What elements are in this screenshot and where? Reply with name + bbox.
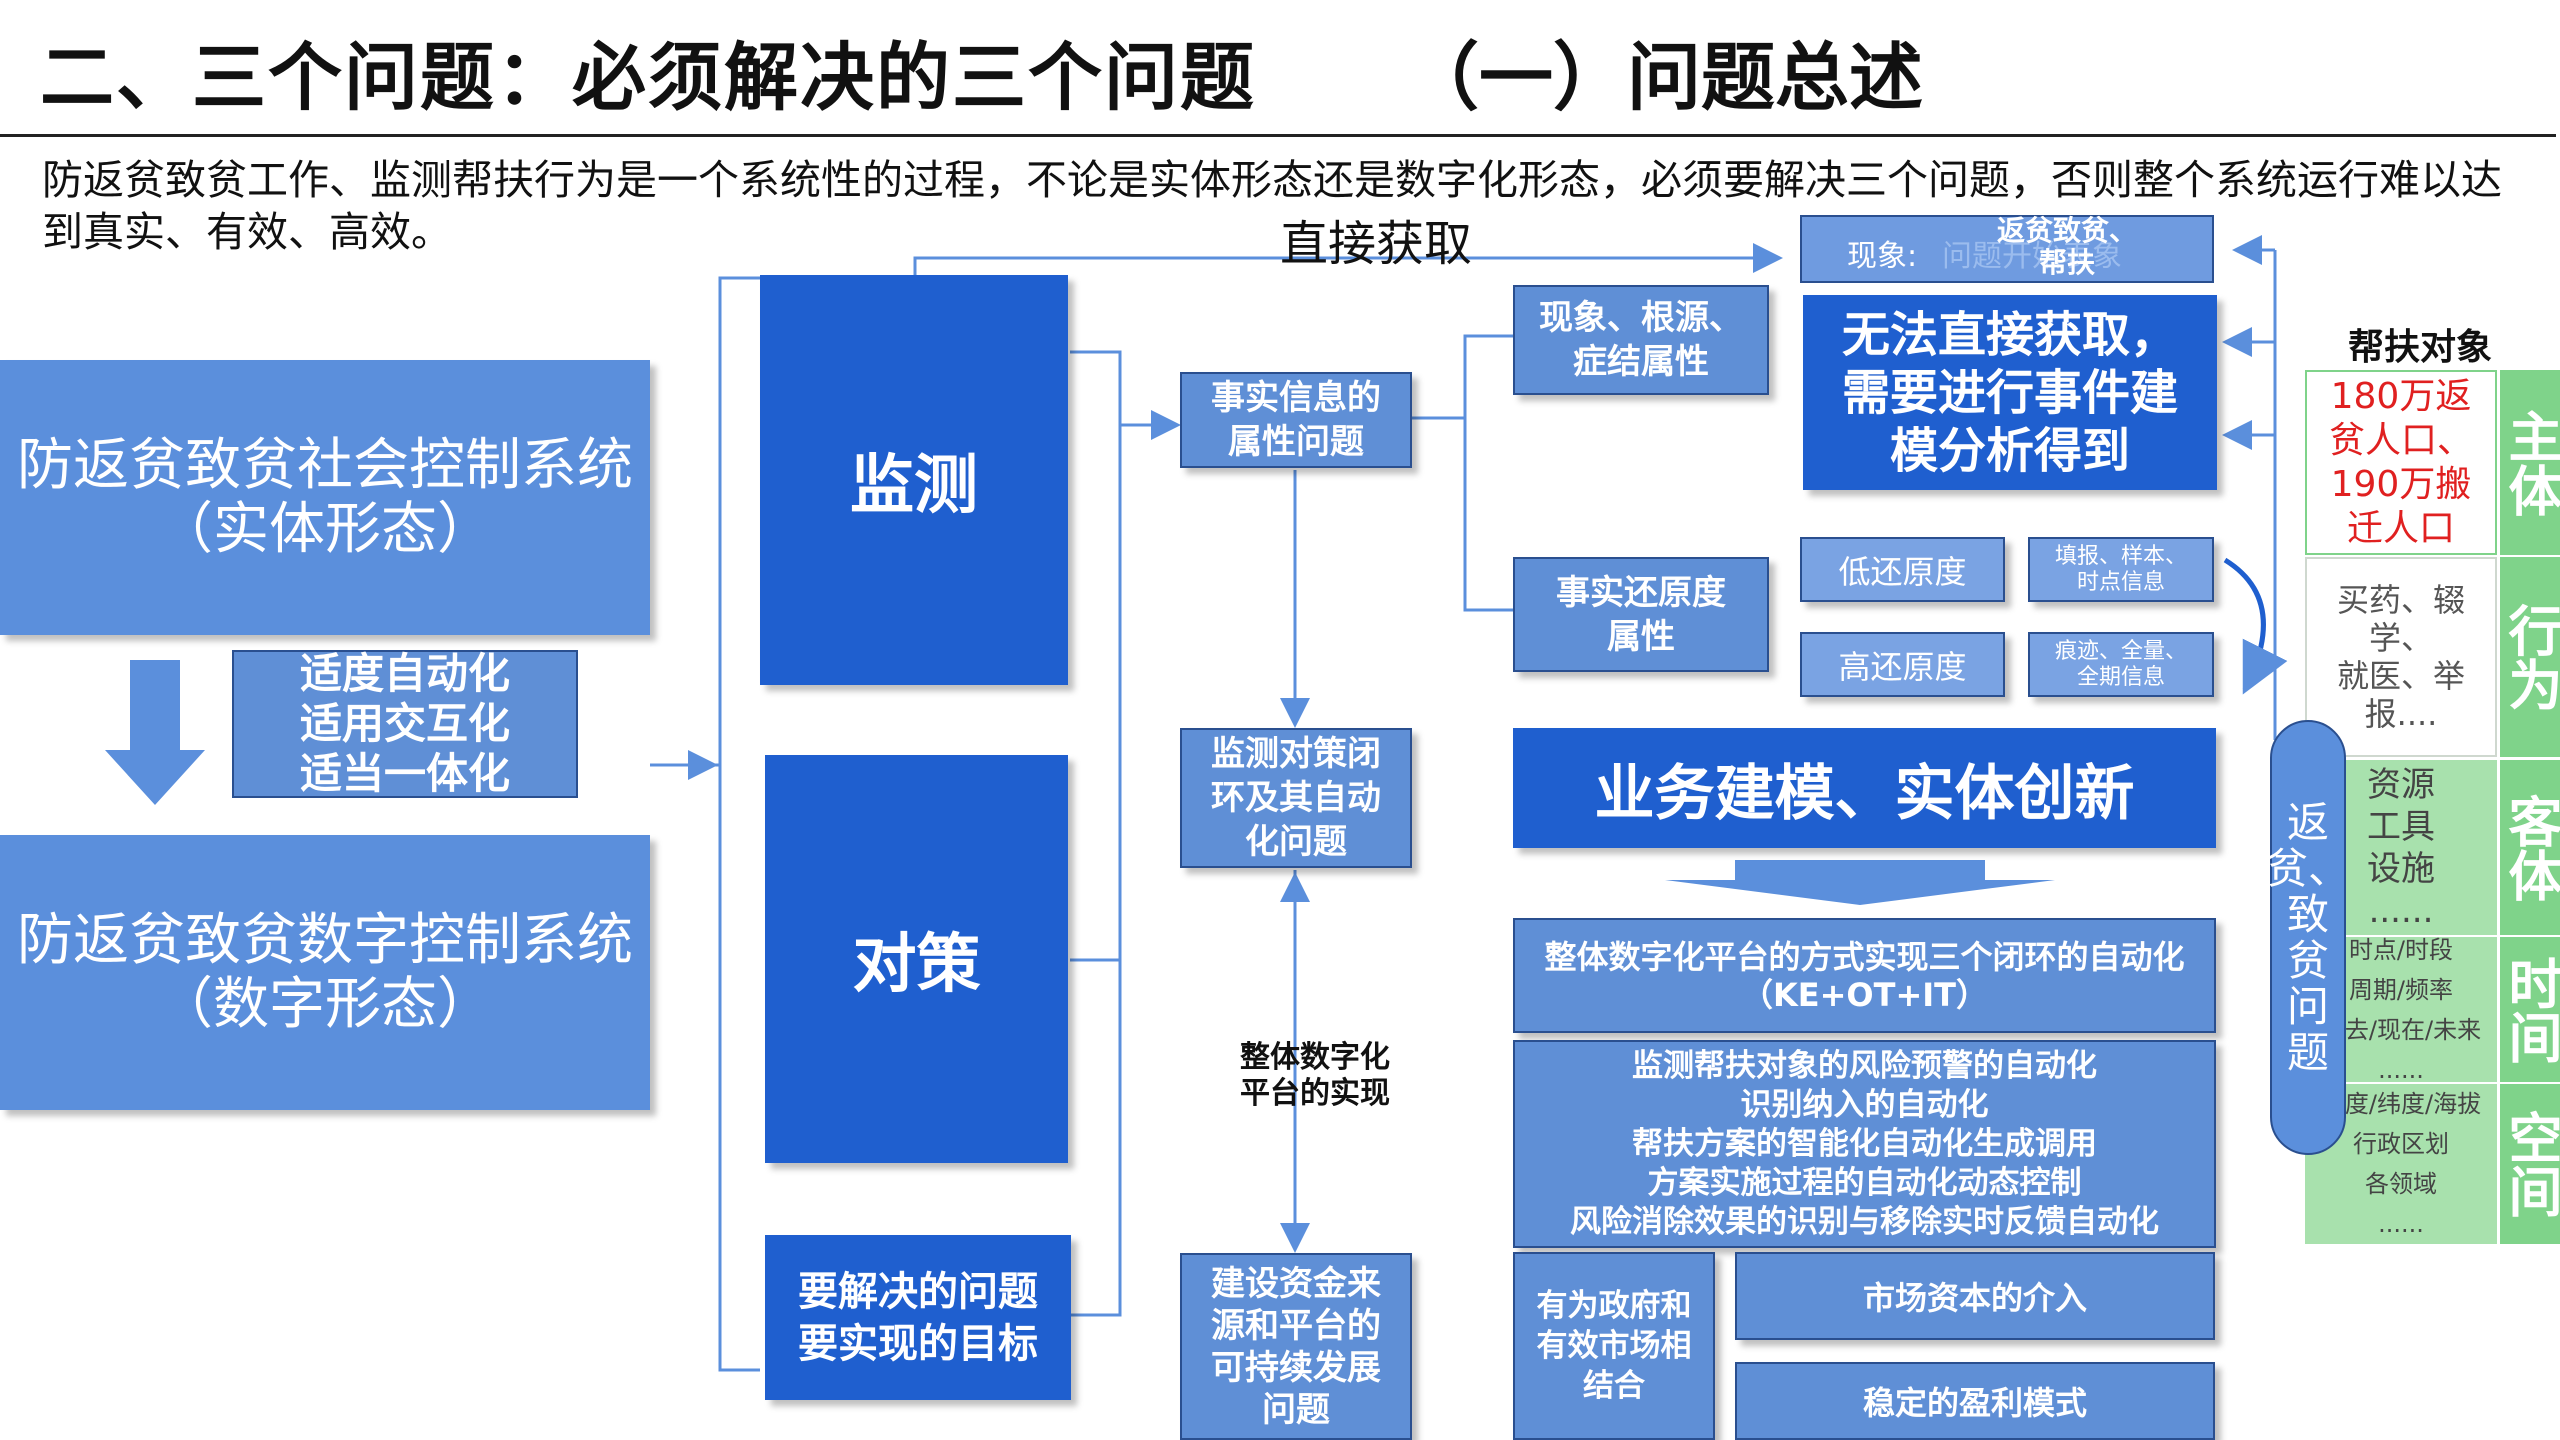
tag-space: 空间 — [2499, 1084, 2560, 1244]
loop-automation-box: 监测对策闭 环及其自动 化问题 — [1180, 728, 1412, 868]
direct-acquire-label: 直接获取 — [1280, 216, 1473, 272]
root-attribute-box: 现象、根源、 症结属性 — [1513, 285, 1769, 395]
tag-subject: 主体 — [2499, 370, 2560, 555]
entity-control-system: 防返贫致贫社会控制系统 （实体形态） — [0, 360, 650, 635]
platform-note: 整体数字化 平台的实现 — [1240, 1040, 1390, 1111]
low-info-box: 填报、样本、 时点信息 — [2028, 537, 2214, 602]
restore-attribute-box: 事实还原度 属性 — [1513, 557, 1769, 672]
market-capital-box: 市场资本的介入 — [1735, 1252, 2215, 1340]
page-title: 二、三个问题：必须解决的三个问题 — [40, 35, 1256, 121]
countermeasure-box: 对策 — [765, 755, 1068, 1163]
phenomenon-box: 现象: 问题开始表象 返贫致贫、 帮扶 — [1800, 215, 2214, 283]
tag-behavior: 行为 — [2499, 557, 2560, 757]
goal-box: 要解决的问题 要实现的目标 — [765, 1235, 1071, 1400]
platform-box: 整体数字化平台的方式实现三个闭环的自动化 （KE+OT+IT） — [1513, 918, 2216, 1033]
low-restore-box: 低还原度 — [1800, 537, 2005, 602]
cannot-direct-box: 无法直接获取， 需要进行事件建 模分析得到 — [1803, 295, 2217, 490]
high-info-box: 痕迹、全量、 全期信息 — [2028, 632, 2214, 697]
phenomenon-text: 返贫致贫、 帮扶 — [1996, 214, 2137, 279]
tag-object: 客体 — [2499, 760, 2560, 935]
tag-time: 时间 — [2499, 937, 2560, 1082]
tag-time-text: 时间 — [2499, 955, 2560, 1064]
automation-list-box: 监测帮扶对象的风险预警的自动化 识别纳入的自动化 帮扶方案的智能化自动化生成调用… — [1513, 1040, 2216, 1248]
funding-box: 建设资金来 源和平台的 可持续发展 问题 — [1180, 1253, 1412, 1440]
tag-behavior-text: 行为 — [2499, 603, 2560, 711]
digital-control-system: 防返贫致贫数字控制系统 （数字形态） — [0, 835, 650, 1110]
title-divider — [0, 134, 2556, 137]
intro-text: 防返贫致贫工作、监测帮扶行为是一个系统性的过程，不论是实体形态还是数字化形态，必… — [42, 156, 2502, 256]
phenomenon-ghost: 问题开始表象 — [1942, 239, 2122, 274]
tag-space-text: 空间 — [2499, 1110, 2560, 1218]
monitor-box: 监测 — [760, 275, 1068, 685]
high-restore-box: 高还原度 — [1800, 632, 2005, 697]
gov-market-box: 有为政府和 有效市场相 结合 — [1513, 1252, 1715, 1440]
innovation-box: 业务建模、实体创新 — [1513, 728, 2216, 848]
tag-subject-text: 主体 — [2499, 408, 2560, 517]
fact-attribute-box: 事实信息的 属性问题 — [1180, 372, 1412, 468]
poverty-problem-oval: 返 贫、 致 贫 问 题 — [2266, 720, 2350, 1155]
automation-principles: 适度自动化 适用交互化 适当一体化 — [232, 649, 578, 798]
tag-object-text: 客体 — [2499, 793, 2560, 902]
help-object-header: 帮扶对象 — [2348, 327, 2493, 368]
page-subtitle: （一）问题总述 — [1405, 35, 1923, 121]
population-cell: 180万返 贫人口、 190万搬 迁人口 — [2305, 370, 2497, 555]
behavior-cell: 买药、辍 学、 就医、举 报.... — [2305, 557, 2497, 757]
profit-model-box: 稳定的盈利模式 — [1735, 1362, 2215, 1440]
phenomenon-prefix: 现象: — [1847, 239, 1918, 274]
